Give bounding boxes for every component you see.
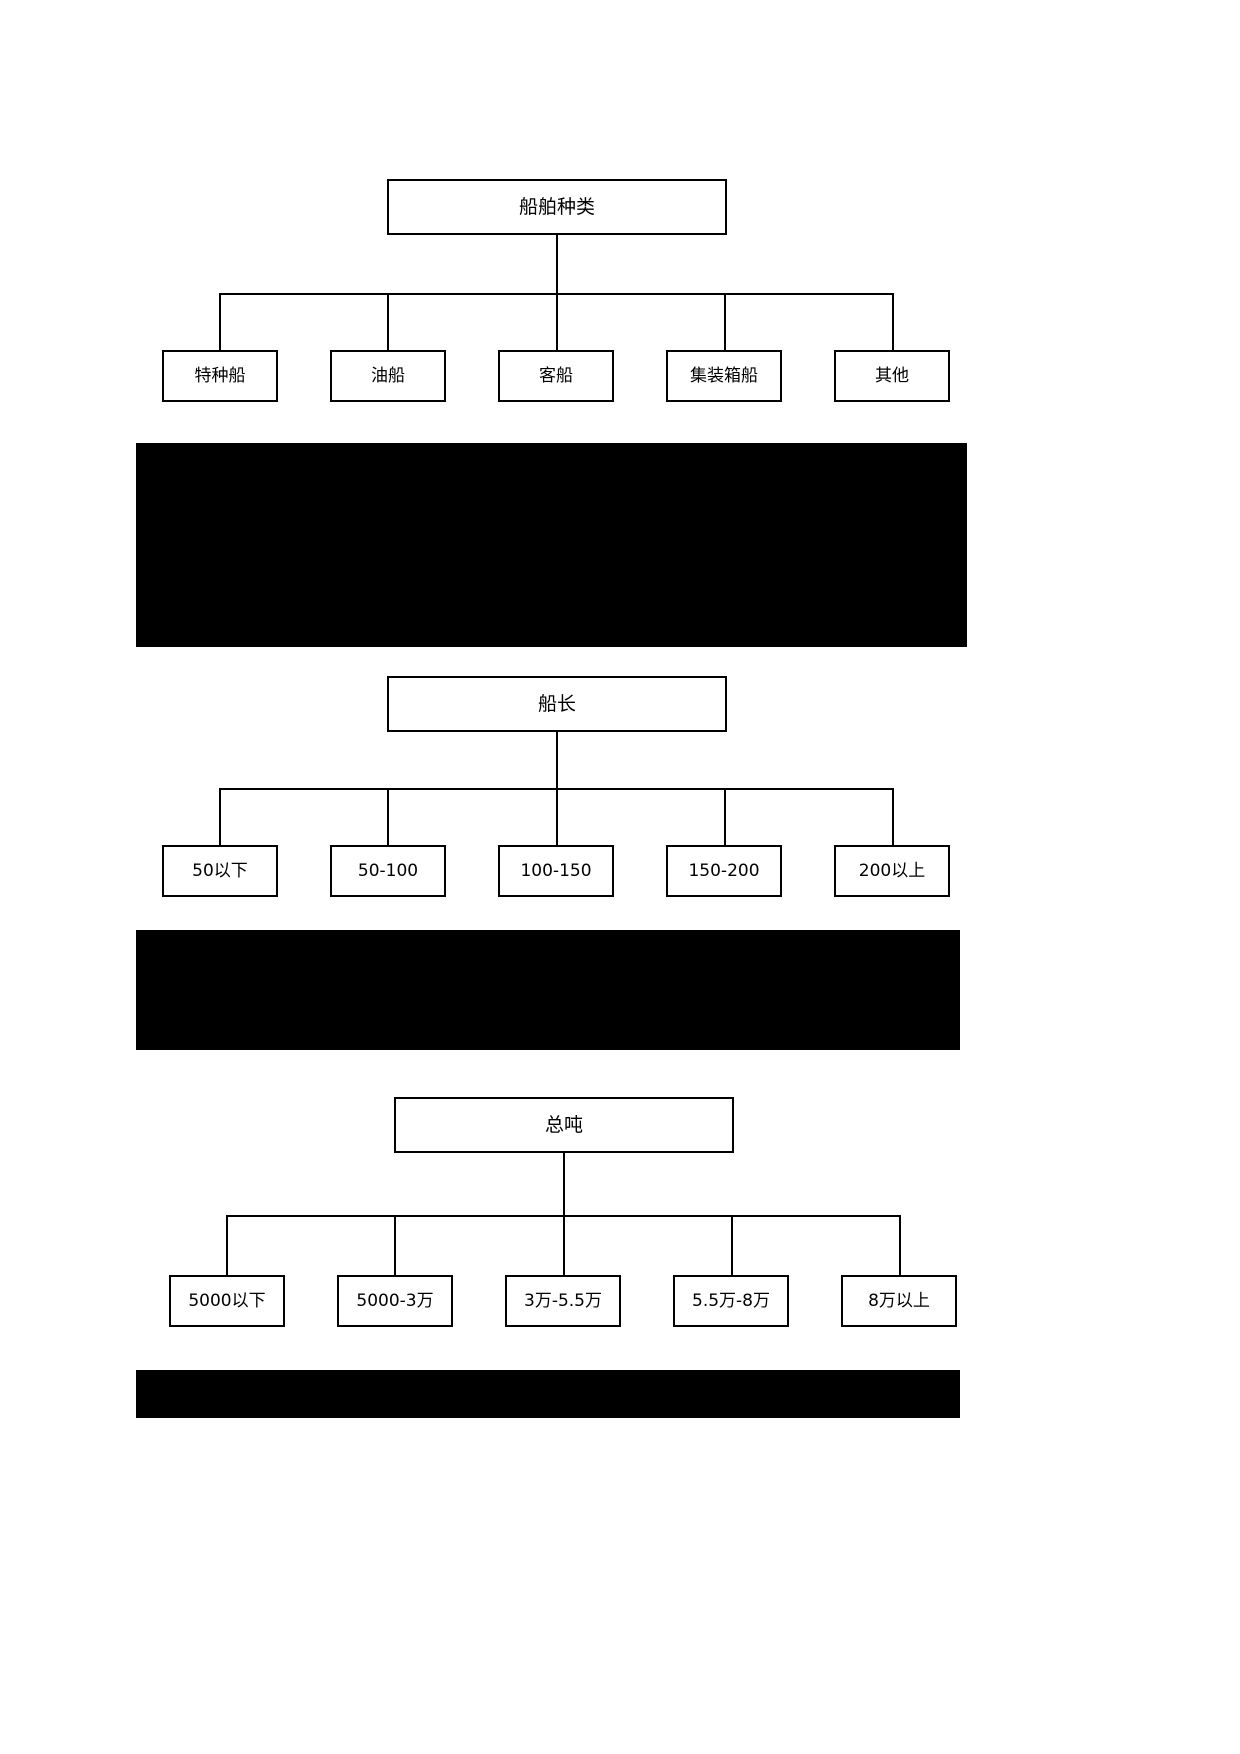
redaction-band-upper bbox=[136, 443, 967, 647]
leaf-node-gross-tonnage-4[interactable]: 5.5万-8万 bbox=[673, 1275, 789, 1327]
connector-drop-4 bbox=[724, 788, 726, 845]
leaf-label: 客船 bbox=[539, 365, 573, 386]
connector-drop-5 bbox=[892, 293, 894, 352]
connector-drop-4 bbox=[731, 1215, 733, 1275]
connector-drop-2 bbox=[394, 1215, 396, 1275]
leaf-label: 3万-5.5万 bbox=[524, 1290, 602, 1311]
leaf-node-gross-tonnage-3[interactable]: 3万-5.5万 bbox=[505, 1275, 621, 1327]
root-label: 总吨 bbox=[544, 1113, 583, 1136]
leaf-label: 油船 bbox=[371, 365, 405, 386]
leaf-label: 集装箱船 bbox=[690, 365, 758, 386]
connector-drop-1 bbox=[219, 293, 221, 352]
leaf-node-ship-length-4[interactable]: 150-200 bbox=[666, 845, 782, 897]
diagram-ship-type: 船舶种类 特种船 油船 客船 集装箱船 其他 bbox=[0, 0, 1240, 440]
connector-drop-3 bbox=[556, 293, 558, 352]
connector-drop-5 bbox=[892, 788, 894, 845]
connector-drop-3 bbox=[556, 788, 558, 845]
leaf-node-ship-type-5[interactable]: 其他 bbox=[834, 350, 950, 402]
leaf-label: 100-150 bbox=[520, 860, 592, 881]
leaf-label: 50-100 bbox=[357, 860, 419, 881]
connector-drop-2 bbox=[387, 293, 389, 352]
connector-drop-3 bbox=[563, 1215, 565, 1275]
diagram-gross-tonnage: 总吨 5000以下 5000-3万 3万-5.5万 5.5万-8万 8万以上 bbox=[169, 1097, 957, 1327]
leaf-node-gross-tonnage-1[interactable]: 5000以下 bbox=[169, 1275, 285, 1327]
root-label: 船长 bbox=[537, 692, 576, 715]
leaf-node-gross-tonnage-5[interactable]: 8万以上 bbox=[841, 1275, 957, 1327]
connector-drop-5 bbox=[899, 1215, 901, 1275]
leaf-label: 150-200 bbox=[688, 860, 760, 881]
leaf-node-ship-length-2[interactable]: 50-100 bbox=[330, 845, 446, 897]
leaf-label: 50以下 bbox=[192, 860, 248, 881]
leaf-node-ship-length-3[interactable]: 100-150 bbox=[498, 845, 614, 897]
connector-drop-2 bbox=[387, 788, 389, 845]
connector-drop-1 bbox=[226, 1215, 228, 1275]
leaf-node-gross-tonnage-2[interactable]: 5000-3万 bbox=[337, 1275, 453, 1327]
connector-root-stem bbox=[563, 1153, 565, 1215]
leaf-label: 5000以下 bbox=[188, 1290, 266, 1311]
leaf-node-ship-type-3[interactable]: 客船 bbox=[498, 350, 614, 402]
leaf-label: 其他 bbox=[875, 365, 909, 386]
leaf-label: 5.5万-8万 bbox=[692, 1290, 770, 1311]
root-node-ship-type[interactable]: 船舶种类 bbox=[387, 179, 727, 235]
root-label: 船舶种类 bbox=[518, 195, 595, 218]
root-node-ship-length[interactable]: 船长 bbox=[387, 676, 727, 732]
leaf-node-ship-type-1[interactable]: 特种船 bbox=[162, 350, 278, 402]
diagram-ship-length: 船长 50以下 50-100 100-150 150-200 200以上 bbox=[162, 676, 950, 897]
redaction-band-lower bbox=[136, 1370, 960, 1418]
connector-root-stem bbox=[556, 732, 558, 788]
leaf-node-ship-length-5[interactable]: 200以上 bbox=[834, 845, 950, 897]
leaf-node-ship-length-1[interactable]: 50以下 bbox=[162, 845, 278, 897]
connector-drop-4 bbox=[724, 293, 726, 352]
leaf-label: 5000-3万 bbox=[356, 1290, 434, 1311]
connector-root-stem bbox=[556, 235, 558, 293]
leaf-node-ship-type-4[interactable]: 集装箱船 bbox=[666, 350, 782, 402]
leaf-label: 特种船 bbox=[194, 365, 246, 386]
leaf-label: 8万以上 bbox=[868, 1290, 930, 1311]
leaf-label: 200以上 bbox=[858, 860, 926, 881]
root-node-gross-tonnage[interactable]: 总吨 bbox=[394, 1097, 734, 1153]
connector-drop-1 bbox=[219, 788, 221, 845]
redaction-band-middle bbox=[136, 930, 960, 1050]
leaf-node-ship-type-2[interactable]: 油船 bbox=[330, 350, 446, 402]
